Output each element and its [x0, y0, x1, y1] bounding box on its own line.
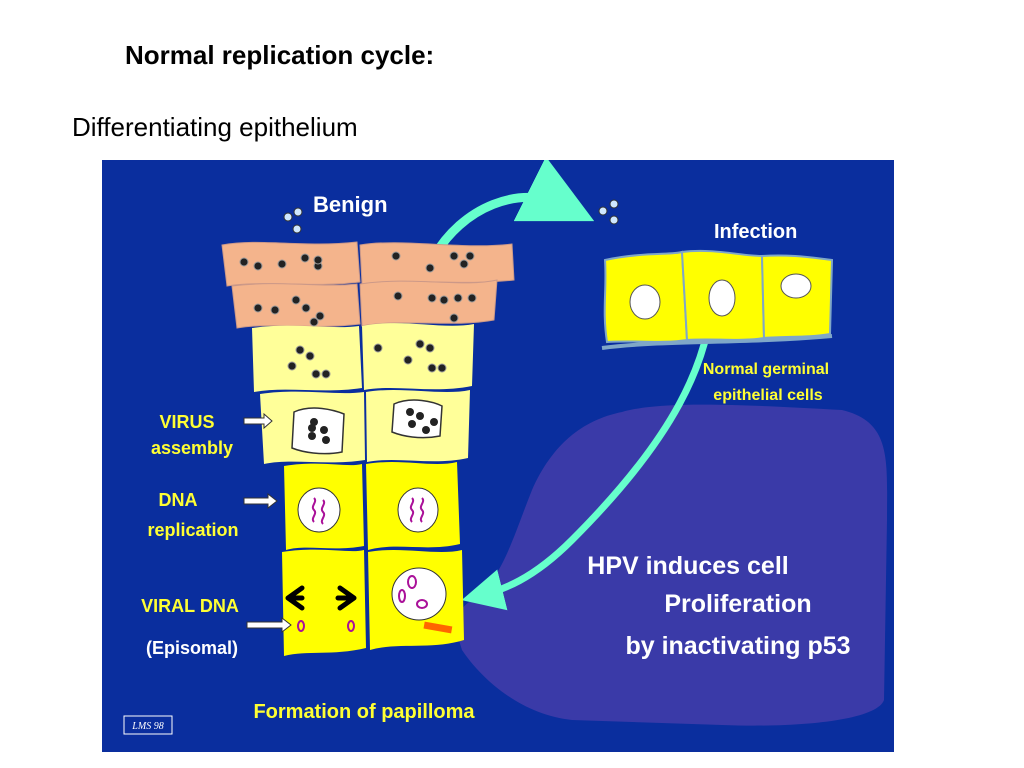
- proliferation-blob: [456, 404, 888, 726]
- slide-subtitle: Differentiating epithelium: [72, 112, 358, 142]
- label-benign: Benign: [313, 192, 388, 217]
- germinal-epithelium: [601, 249, 834, 350]
- slide-title: Normal replication cycle:: [125, 40, 435, 70]
- replication-nuclei: [297, 487, 439, 533]
- label-infection: Infection: [714, 221, 797, 243]
- basal-contents: [285, 567, 453, 634]
- label-formation: Formation of papilloma: [253, 701, 475, 723]
- label-hpv-1: HPV induces cell: [587, 552, 788, 580]
- spread-arrow: [427, 160, 595, 265]
- virion-dots: [239, 251, 477, 379]
- label-hpv-2: Proliferation: [664, 590, 811, 618]
- virions-infection: [598, 199, 619, 225]
- signature-box: [123, 715, 173, 735]
- pointer-arrows: [243, 412, 292, 634]
- virions-benign: [283, 207, 303, 234]
- papilloma-diagram: Benign Infection Normal germinal epithel…: [102, 160, 894, 752]
- assembly-nuclei: [291, 399, 443, 455]
- label-viral-dna: VIRAL DNA: [141, 596, 239, 616]
- label-hpv-3: by inactivating p53: [625, 632, 850, 660]
- label-germinal-2: epithelial cells: [713, 387, 822, 404]
- label-dna-2: replication: [147, 520, 238, 540]
- label-episomal: (Episomal): [146, 638, 238, 658]
- label-virus-2: assembly: [151, 438, 233, 458]
- label-virus-1: VIRUS: [159, 412, 214, 432]
- label-germinal-1: Normal germinal: [703, 361, 829, 378]
- signature: LMS 98: [131, 721, 163, 732]
- label-dna-1: DNA: [159, 490, 198, 510]
